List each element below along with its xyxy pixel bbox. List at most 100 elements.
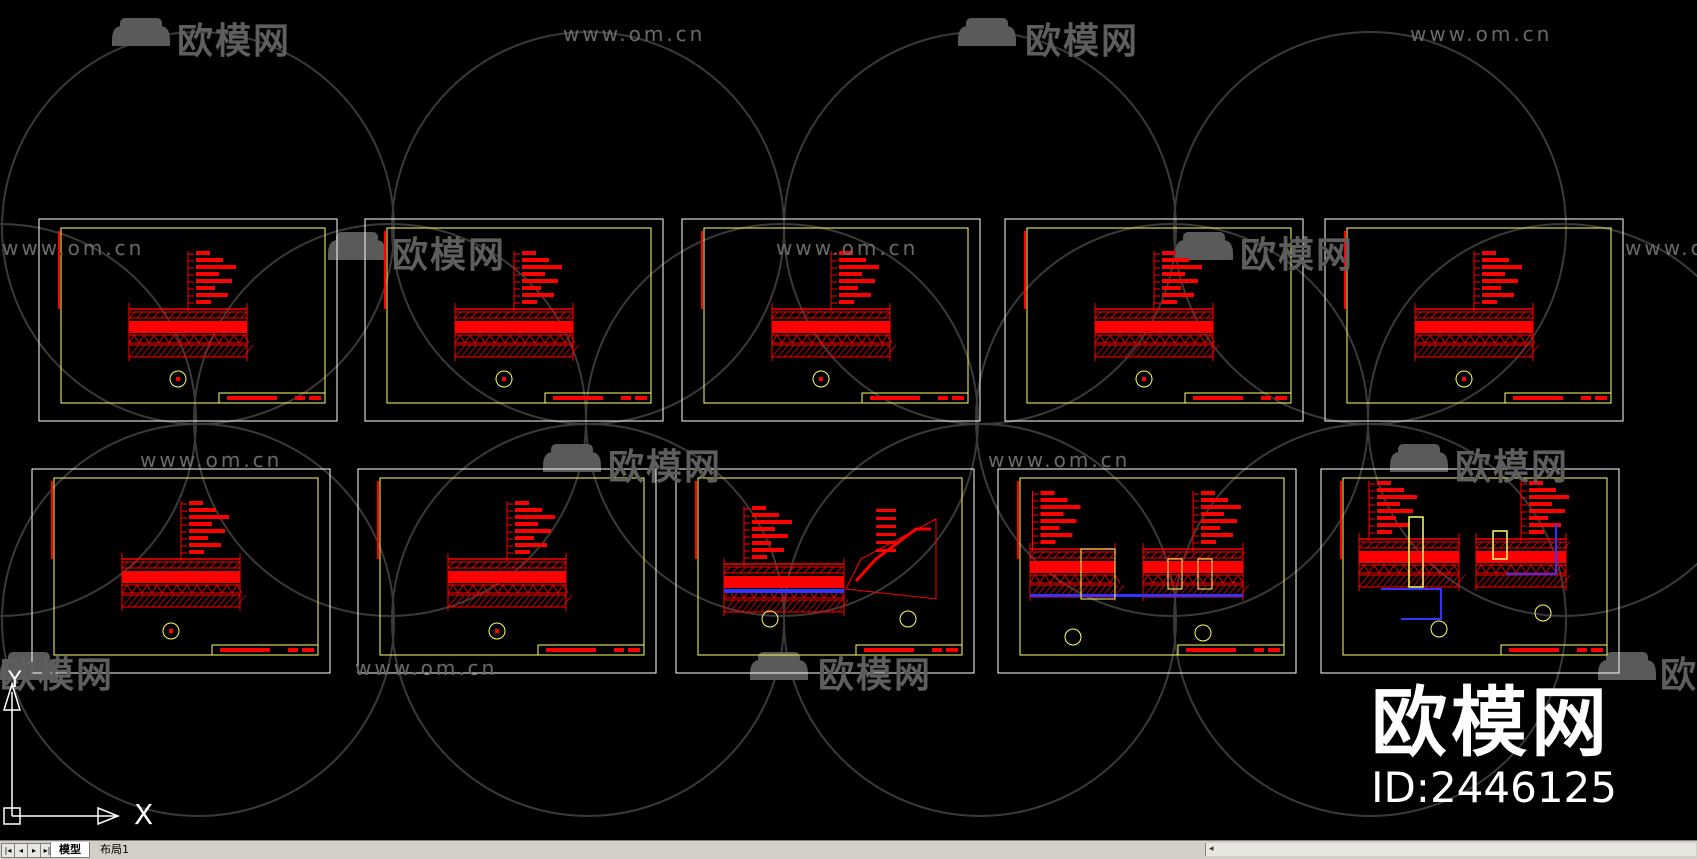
tab-layout1[interactable]: 布局1 (100, 843, 129, 856)
annotation-label (1201, 498, 1228, 502)
hatch-line (1178, 344, 1190, 358)
hatch-line (1388, 564, 1400, 574)
annotation-label (1377, 530, 1392, 534)
hatch-line (1517, 574, 1529, 588)
hatch-line (519, 561, 527, 569)
detail-number (819, 377, 823, 381)
next-tab-button[interactable]: ▸ (27, 843, 41, 858)
hatch-line (240, 311, 248, 319)
hatch-line (1414, 541, 1422, 549)
hatch-line (477, 584, 489, 594)
hatch-line (1366, 541, 1374, 549)
hatch-line (232, 311, 240, 319)
title-block-text (1254, 648, 1264, 652)
first-tab-button[interactable]: |◂ (1, 843, 15, 858)
model-space-viewport[interactable]: 欧模网 www.om.cn 欧模网 www.om.cn www.om.cn 欧模… (0, 0, 1697, 840)
layer-insulation (1475, 564, 1567, 574)
hatch-line (1142, 574, 1154, 584)
annotation-label (752, 527, 775, 531)
hatch-line (747, 566, 755, 574)
hatch-line (1150, 311, 1158, 319)
annotation-label (876, 541, 896, 544)
hatch-line (771, 599, 783, 613)
hatch-line (497, 584, 509, 594)
hatch-line (1430, 574, 1442, 588)
detail-number (502, 377, 506, 381)
hatch-line (478, 311, 486, 319)
hatch-line (807, 599, 819, 613)
hatch-line (1444, 344, 1456, 358)
hatch-line (171, 584, 183, 594)
hatch-line (551, 561, 559, 569)
hatch-line (161, 561, 169, 569)
title-block-text (1591, 648, 1603, 652)
hatch-line (1148, 344, 1160, 358)
hatch-line (841, 334, 853, 344)
hatch-line (175, 594, 187, 608)
annotation-label (876, 509, 896, 512)
hatch-line (457, 584, 469, 594)
hatch-line (1212, 574, 1224, 584)
hatch-line (1485, 564, 1497, 574)
tab-model[interactable]: 模型 (50, 842, 90, 858)
hatch-line (233, 561, 241, 569)
hatch-line (763, 566, 771, 574)
hatch-line (835, 566, 843, 574)
hatch-line (558, 311, 566, 319)
watermark-logo-icon (1183, 232, 1225, 244)
title-frame (703, 227, 969, 404)
hatch-line (1398, 564, 1410, 574)
annotation-label (515, 550, 530, 554)
hatch-line (795, 344, 807, 358)
blue-outline (1381, 588, 1442, 620)
watermark-logo-icon (1598, 660, 1656, 680)
hatch-line (514, 334, 526, 344)
hatch-line (187, 594, 199, 608)
hatch-line (851, 311, 859, 319)
title-block (1184, 392, 1292, 404)
annotation-label (1201, 540, 1216, 544)
hatch-line (783, 599, 795, 613)
annotation-label (1482, 251, 1496, 255)
sheet-border (364, 218, 664, 422)
hatch-line (837, 344, 849, 358)
hatch-line (459, 594, 471, 608)
watermark-logo-icon (328, 240, 386, 260)
hatch-line (1174, 551, 1182, 559)
hatch-line (211, 584, 223, 594)
annotation-label (522, 265, 562, 269)
hatch-line (1434, 334, 1446, 344)
watermark-brand: 欧模网 (392, 235, 507, 276)
hatch-line (741, 599, 753, 613)
prev-tab-button[interactable]: ◂ (14, 843, 28, 858)
annotation-label (189, 529, 225, 533)
hatch-line (1505, 574, 1517, 588)
hatch-line (819, 344, 831, 358)
title-block-text (1186, 648, 1236, 652)
horizontal-scrollbar[interactable]: ◂ (1205, 843, 1696, 856)
drawing-canvas[interactable] (0, 0, 1697, 840)
wall-detail (1492, 530, 1508, 560)
title-block-text (621, 396, 631, 400)
annotation-label (189, 501, 203, 505)
hatch-line (1118, 344, 1130, 358)
title-block-text (628, 648, 640, 652)
hatch-line (223, 594, 235, 608)
hatch-line (494, 334, 506, 344)
hatch-line (1474, 334, 1486, 344)
title-block-text (1581, 396, 1591, 400)
hatch-line (1118, 311, 1126, 319)
hatch-line (527, 561, 535, 569)
scroll-left-icon[interactable]: ◂ (1209, 844, 1214, 854)
hatch-line (811, 311, 819, 319)
hatch-line (1492, 344, 1504, 358)
title-block-text (546, 648, 596, 652)
hatch-line (747, 599, 759, 613)
annotation-label (1201, 491, 1215, 495)
watermark-url: www.om.cn (776, 236, 919, 260)
hatch-line (777, 344, 789, 358)
title-block-text (635, 396, 647, 400)
hatch-line (1376, 574, 1388, 588)
hatch-line (1094, 311, 1102, 319)
watermark-brand: 欧模网 (818, 655, 933, 696)
